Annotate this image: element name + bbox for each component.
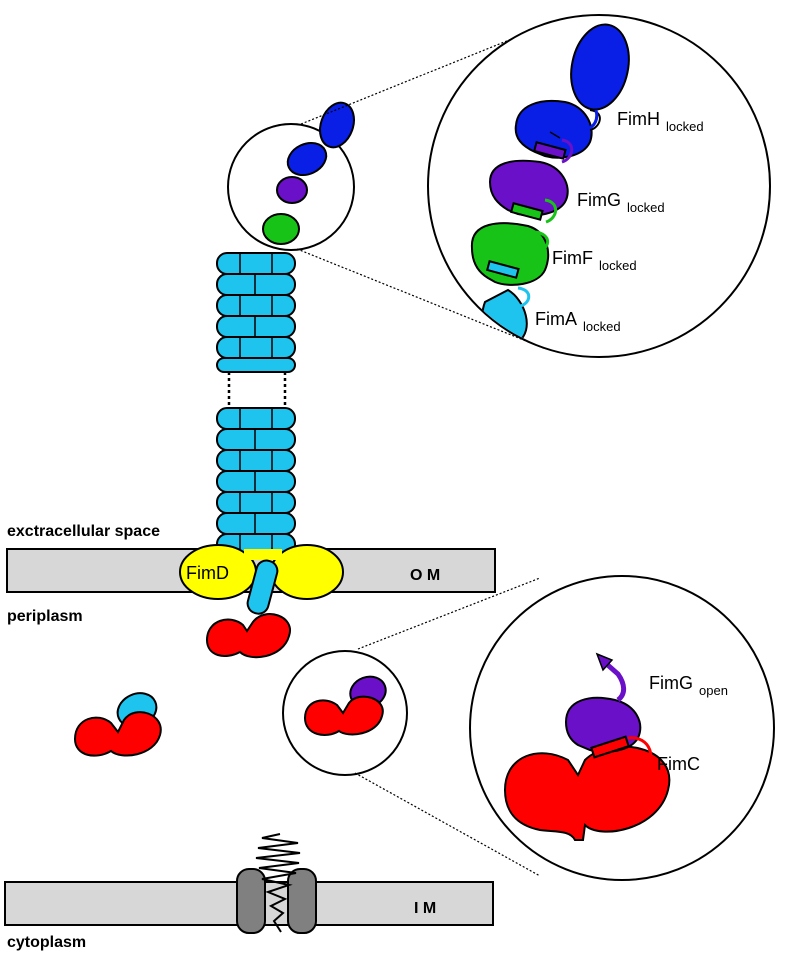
zoom-fimg-nte bbox=[600, 658, 627, 702]
pilus-rod-lower bbox=[216, 407, 296, 556]
zoom-donor-strands bbox=[485, 131, 567, 279]
zoom-fimh-pilin bbox=[514, 99, 593, 159]
extracellular-label: exctracellular space bbox=[7, 523, 160, 540]
pilus-break-dots bbox=[227, 372, 287, 408]
pilus-rod-lower-seams bbox=[239, 408, 273, 555]
fima-in-usher bbox=[246, 559, 279, 615]
cytoplasm-label: cytoplasm bbox=[7, 934, 86, 951]
zoom-lines bbox=[296, 27, 547, 877]
fimc-chaperone-at-usher bbox=[205, 613, 291, 659]
tip-fimg bbox=[276, 176, 308, 204]
tip-fimf bbox=[262, 213, 300, 245]
zoom-linkers bbox=[517, 109, 601, 308]
unfolded-polypeptide bbox=[255, 833, 301, 933]
fimc-small bbox=[303, 695, 384, 736]
zoom-fimc bbox=[503, 745, 671, 841]
fimc-free bbox=[73, 711, 162, 757]
tip-fimh-lectin bbox=[286, 141, 328, 177]
periplasm-label: periplasm bbox=[7, 608, 83, 625]
om-label: O M bbox=[410, 567, 440, 584]
zoom-fimc-linker bbox=[627, 736, 653, 777]
pilus-rod-upper bbox=[216, 252, 296, 373]
im-label: I M bbox=[414, 900, 436, 917]
pilus-rod-upper-seams bbox=[239, 253, 273, 358]
zoom-fimh-lectin bbox=[570, 23, 630, 111]
fimd-usher bbox=[179, 544, 344, 600]
usher-label: FimD bbox=[186, 563, 229, 583]
tip-fimh-pilin bbox=[319, 101, 355, 149]
sec-translocon bbox=[236, 868, 317, 934]
label-fimc: FimC bbox=[657, 754, 700, 774]
zoom-fimc-donor-strand bbox=[590, 735, 630, 759]
